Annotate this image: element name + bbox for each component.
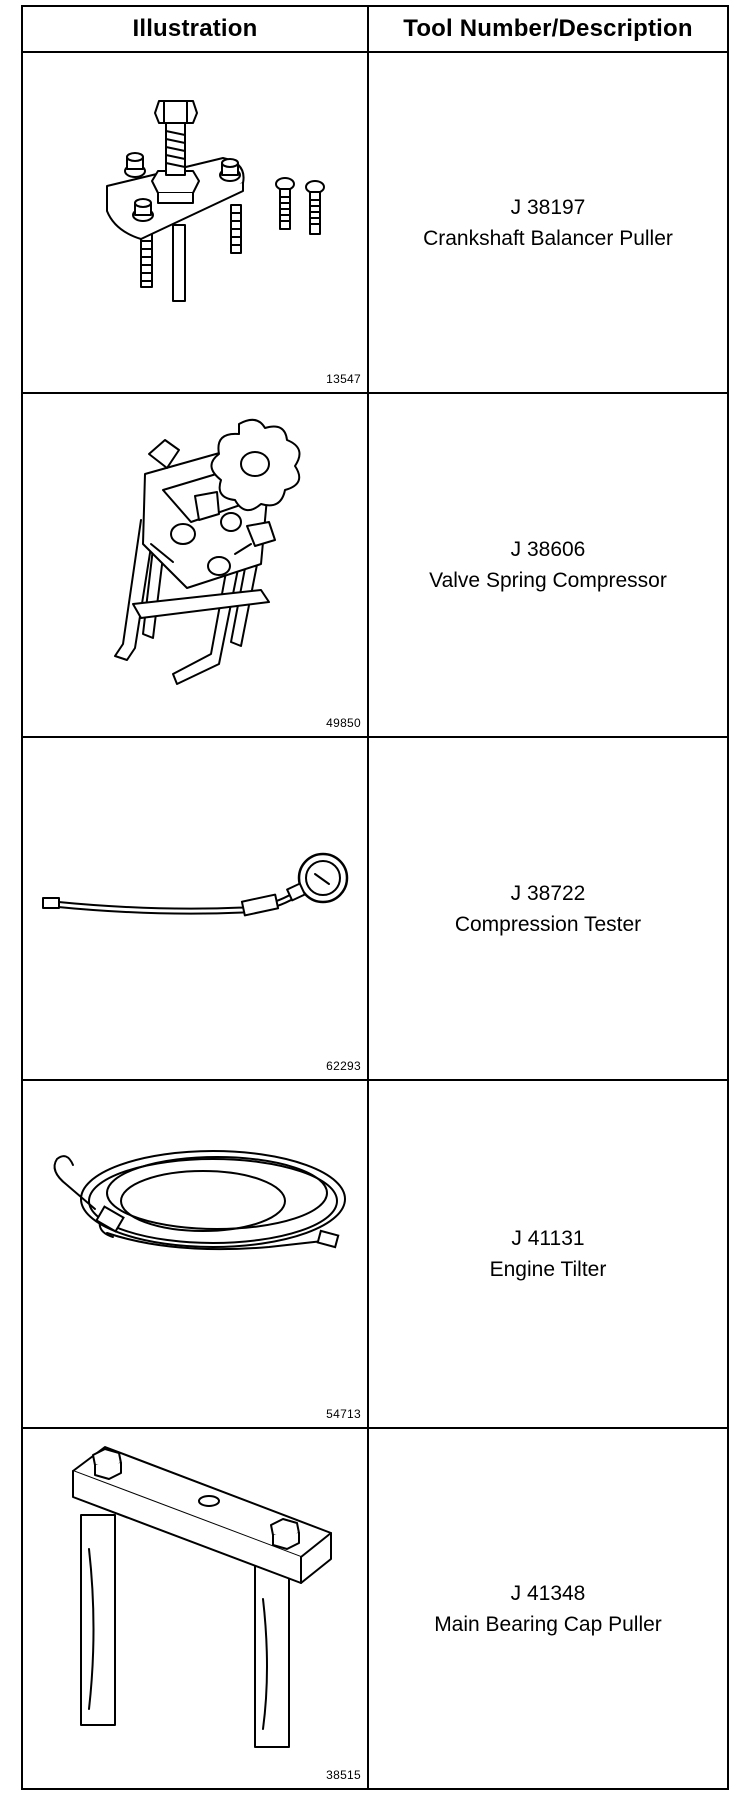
tool-description-cell: J 38197 Crankshaft Balancer Puller xyxy=(369,53,727,392)
tool-description-cell: J 38722 Compression Tester xyxy=(369,738,727,1079)
row-divider xyxy=(23,392,727,394)
tool-description-cell: J 41131 Engine Tilter xyxy=(369,1081,727,1427)
row-divider xyxy=(23,1427,727,1429)
illustration-header: Illustration xyxy=(132,15,258,42)
valve-spring-compressor-icon xyxy=(114,418,301,685)
illustration-cell: 38515 xyxy=(23,1429,367,1788)
tool-description-cell: J 41348 Main Bearing Cap Puller xyxy=(369,1429,727,1788)
figure-number: 62293 xyxy=(326,1059,361,1073)
tool-description: Crankshaft Balancer Puller xyxy=(423,226,673,250)
table-row: 54713 J 41131 Engine Tilter xyxy=(23,1081,727,1427)
tool-number: J 38197 xyxy=(510,195,586,219)
table-row: 49850 J 38606 Valve Spring Compressor xyxy=(23,394,727,736)
table-row: 38515 J 41348 Main Bearing Cap Puller xyxy=(23,1429,727,1788)
table-row: 62293 J 38722 Compression Tester xyxy=(23,738,727,1079)
tool-number: J 41348 xyxy=(510,1581,586,1605)
tool-description: Main Bearing Cap Puller xyxy=(434,1612,662,1636)
compression-tester-icon xyxy=(42,852,349,917)
tool-table: Illustration Tool Number/Description xyxy=(21,5,729,1790)
figure-number: 54713 xyxy=(326,1407,361,1421)
tool-number: J 38606 xyxy=(510,538,586,561)
illustration-cell: 62293 xyxy=(23,738,367,1079)
figure-number: 49850 xyxy=(326,716,361,730)
table-header: Illustration Tool Number/Description xyxy=(23,7,727,53)
figure-number: 38515 xyxy=(326,1768,361,1782)
tool-description: Valve Spring Compressor xyxy=(429,569,667,592)
illustration-cell: 54713 xyxy=(23,1081,367,1427)
tool-number: J 41131 xyxy=(511,1227,585,1250)
illustration-cell: 13547 xyxy=(23,53,367,392)
column-divider xyxy=(367,7,369,1788)
table-row: 13547 J 38197 Crankshaft Balancer Puller xyxy=(23,53,727,392)
row-divider xyxy=(23,736,727,738)
engine-tilter-icon xyxy=(53,1150,346,1251)
tool-description: Compression Tester xyxy=(454,912,642,936)
figure-number: 13547 xyxy=(326,372,361,386)
tool-number: J 38722 xyxy=(510,881,586,905)
tool-description: Engine Tilter xyxy=(489,1258,607,1281)
bearing-cap-puller-icon xyxy=(72,1446,332,1748)
tool-description-cell: J 38606 Valve Spring Compressor xyxy=(369,394,727,736)
illustration-cell: 49850 xyxy=(23,394,367,736)
row-divider xyxy=(23,1079,727,1081)
tool-header: Tool Number/Description xyxy=(403,15,693,42)
balancer-puller-icon xyxy=(106,100,325,302)
